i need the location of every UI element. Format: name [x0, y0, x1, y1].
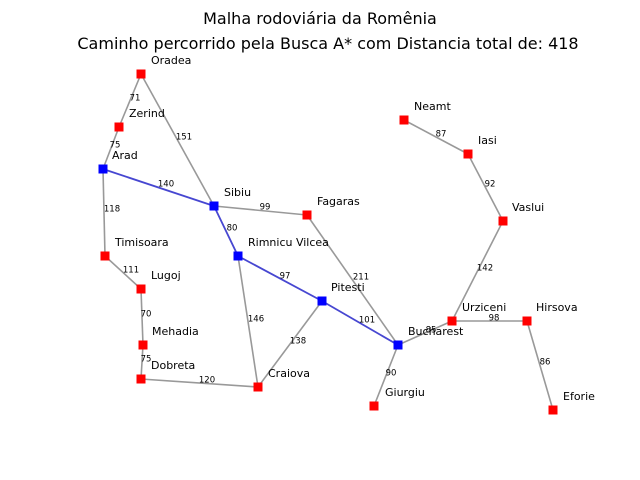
city-label-lugoj: Lugoj — [151, 269, 181, 282]
road-distance-bucharest-giurgiu: 90 — [386, 369, 397, 379]
city-node-eforie — [548, 405, 558, 415]
road-distance-vaslui-iasi: 92 — [485, 180, 496, 190]
road-distance-labels: 71 151 75 140 118 111 70 75 120 99 80 97 146 138 211 10… — [104, 94, 551, 386]
road-fagaras-bucharest — [306, 214, 399, 346]
city-node-sibiu — [209, 201, 219, 211]
road-zerind-arad — [102, 126, 120, 170]
city-node-timisoara — [100, 251, 110, 261]
road-distance-lugoj-mehadia: 70 — [141, 310, 152, 320]
city-node-bucharest — [393, 340, 403, 350]
road-rimnicu-craiova — [237, 255, 259, 388]
road-distance-dobreta-craiova: 120 — [199, 376, 215, 386]
road-pitesti-bucharest — [321, 300, 399, 346]
city-node-urziceni — [447, 316, 457, 326]
road-distance-hirsova-eforie: 86 — [540, 358, 551, 368]
city-node-arad — [98, 164, 108, 174]
city-label-iasi: Iasi — [478, 134, 497, 147]
city-node-giurgiu — [369, 401, 379, 411]
road-distance-pitesti-bucharest: 101 — [359, 316, 375, 326]
road-vaslui-iasi — [467, 153, 504, 222]
road-distance-timisoara-lugoj: 111 — [123, 266, 139, 276]
city-label-hirsova: Hirsova — [536, 301, 578, 314]
road-rimnicu-pitesti — [237, 255, 323, 302]
road-sibiu-fagaras — [213, 205, 308, 216]
road-distance-sibiu-fagaras: 99 — [260, 203, 271, 213]
city-label-oradea: Oradea — [151, 54, 191, 67]
road-distance-craiova-pitesti: 138 — [290, 337, 306, 347]
road-bucharest-giurgiu — [373, 344, 399, 407]
road-mehadia-dobreta — [140, 344, 144, 380]
city-label-rimnicu: Rimnicu Vilcea — [248, 236, 329, 249]
road-distance-mehadia-dobreta: 75 — [141, 355, 152, 365]
city-label-pitesti: Pitesti — [331, 281, 365, 294]
city-node-dobreta — [136, 374, 146, 384]
road-sibiu-rimnicu — [213, 205, 239, 257]
road-distance-oradea-zerind: 71 — [130, 94, 141, 104]
road-bucharest-urziceni — [397, 320, 453, 346]
road-craiova-pitesti — [257, 300, 323, 388]
city-node-hirsova — [522, 316, 532, 326]
city-node-iasi — [463, 149, 473, 159]
city-label-mehadia: Mehadia — [152, 325, 199, 338]
city-node-zerind — [114, 122, 124, 132]
city-label-timisoara: Timisoara — [114, 236, 169, 249]
city-label-zerind: Zerind — [129, 107, 165, 120]
road-distance-bucharest-urziceni: 85 — [426, 326, 437, 336]
city-node-lugoj — [136, 284, 146, 294]
cities-layer — [98, 69, 558, 415]
city-node-rimnicu — [233, 251, 243, 261]
road-arad-timisoara — [102, 168, 106, 257]
road-distance-arad-sibiu: 140 — [158, 180, 174, 190]
city-node-craiova — [253, 382, 263, 392]
roads-layer — [102, 73, 554, 411]
road-hirsova-eforie — [526, 320, 554, 411]
road-distance-rimnicu-craiova: 146 — [248, 315, 264, 325]
road-distance-oradea-sibiu: 151 — [176, 133, 192, 143]
road-urziceni-vaslui — [451, 220, 504, 322]
road-distance-arad-timisoara: 118 — [104, 205, 120, 215]
road-distance-rimnicu-pitesti: 97 — [280, 272, 291, 282]
city-node-neamt — [399, 115, 409, 125]
road-distance-iasi-neamt: 87 — [436, 130, 447, 140]
city-node-oradea — [136, 69, 146, 79]
city-label-sibiu: Sibiu — [224, 186, 251, 199]
road-distance-sibiu-rimnicu: 80 — [227, 224, 238, 234]
city-node-pitesti — [317, 296, 327, 306]
road-iasi-neamt — [403, 119, 469, 155]
road-distance-fagaras-bucharest: 211 — [353, 273, 369, 283]
road-oradea-sibiu — [140, 73, 215, 207]
road-distance-urziceni-hirsova: 98 — [489, 314, 500, 324]
city-label-vaslui: Vaslui — [512, 201, 544, 214]
city-label-neamt: Neamt — [414, 100, 451, 113]
city-label-arad: Arad — [112, 149, 138, 162]
city-label-fagaras: Fagaras — [317, 195, 360, 208]
road-distance-urziceni-vaslui: 142 — [477, 264, 493, 274]
city-node-fagaras — [302, 210, 312, 220]
city-label-bucharest: Bucharest — [408, 325, 464, 338]
city-label-eforie: Eforie — [563, 390, 595, 403]
road-distance-zerind-arad: 75 — [110, 141, 121, 151]
city-label-craiova: Craiova — [268, 367, 310, 380]
road-timisoara-lugoj — [104, 255, 142, 290]
city-label-urziceni: Urziceni — [462, 301, 506, 314]
figure-title: Malha rodoviária da Romênia — [203, 9, 437, 28]
road-oradea-zerind — [118, 73, 142, 128]
city-node-mehadia — [138, 340, 148, 350]
city-labels: OradeaZerindAradSibiuTimisoaraLugojMehad… — [112, 54, 595, 403]
road-arad-sibiu — [102, 168, 215, 207]
city-label-dobreta: Dobreta — [151, 359, 195, 372]
road-lugoj-mehadia — [140, 288, 144, 346]
city-node-vaslui — [498, 216, 508, 226]
city-label-giurgiu: Giurgiu — [385, 386, 425, 399]
figure-subtitle: Caminho percorrido pela Busca A* com Dis… — [77, 34, 578, 53]
road-dobreta-craiova — [140, 378, 259, 388]
